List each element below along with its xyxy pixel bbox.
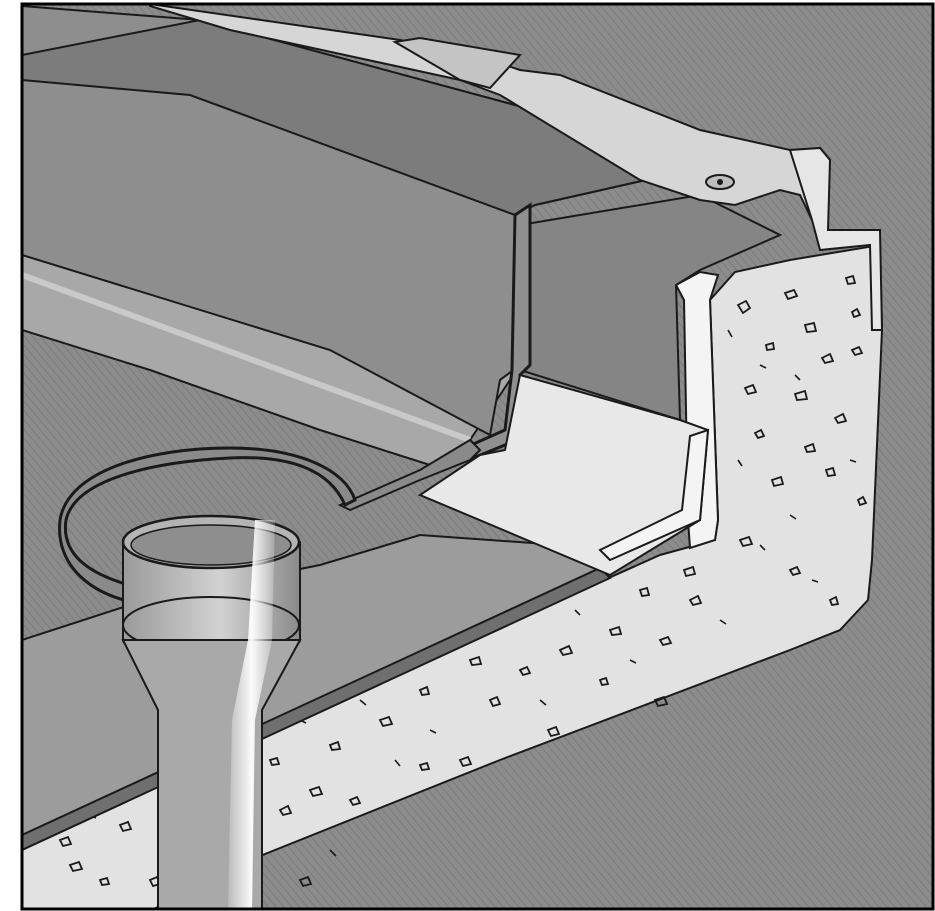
cap-flashing-fold (22, 18, 702, 217)
membrane-highlight (22, 272, 472, 443)
figure-frame (20, 2, 935, 911)
curb-insulation (674, 270, 720, 550)
angle-trim (417, 373, 710, 577)
metal-edge-hook (788, 146, 884, 331)
fastener-screw-head (717, 179, 723, 185)
lower-sheet-lip (337, 438, 482, 512)
metal-edge-roll (392, 36, 522, 90)
drain-pipe-bore (130, 524, 292, 566)
water-stream (228, 520, 275, 909)
angle-trim-lip (598, 428, 710, 562)
